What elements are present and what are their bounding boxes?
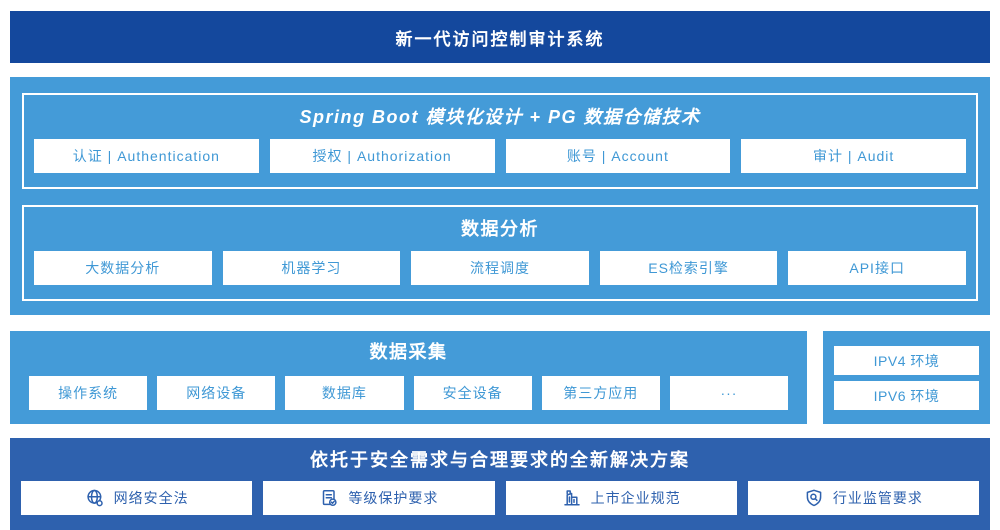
solution-box-label: 行业监管要求 [832,490,923,506]
collection-row: 数据采集 操作系统 网络设备 数据库 安全设备 第三方应用 ··· IPV4 环… [10,331,990,424]
solution-boxes-row: 网络安全法 等级保护要求 [21,481,979,515]
collection-box-network-device: 网络设备 [157,376,276,410]
module-box-audit: 审计 | Audit [741,139,966,173]
solution-box-cybersecurity-law: 网络安全法 [21,481,253,515]
analysis-row: 大数据分析 机器学习 流程调度 ES检索引擎 API接口 [34,251,966,285]
platform-container: Spring Boot 模块化设计 + PG 数据仓储技术 认证 | Authe… [10,77,990,315]
system-title: 新一代访问控制审计系统 [395,29,605,49]
module-box-account: 账号 | Account [505,139,731,173]
collection-title: 数据采集 [369,342,448,362]
analysis-box-ml: 机器学习 [222,251,401,285]
ipv6-box: IPV6 环境 [834,381,979,410]
building-icon [562,488,582,508]
module-box-authentication: 认证 | Authentication [34,139,259,173]
analysis-box-es: ES检索引擎 [599,251,778,285]
solution-section: 依托于安全需求与合理要求的全新解决方案 网络安全法 [10,438,990,530]
system-title-banner: 新一代访问控制审计系统 [10,11,990,63]
modules-panel-title: Spring Boot 模块化设计 + PG 数据仓储技术 [299,107,701,127]
solution-title: 依托于安全需求与合理要求的全新解决方案 [310,450,690,470]
analysis-panel: 数据分析 大数据分析 机器学习 流程调度 ES检索引擎 API接口 [22,205,978,301]
solution-box-label: 等级保护要求 [348,490,439,506]
solution-box-classified-protection: 等级保护要求 [263,481,495,515]
network-env-section: IPV4 环境 IPV6 环境 [823,331,990,424]
collection-box-database: 数据库 [285,376,404,410]
ipv4-box: IPV4 环境 [834,346,979,375]
globe-icon [85,488,105,508]
solution-box-label: 上市企业规范 [590,490,681,506]
analysis-box-api: API接口 [788,251,966,285]
solution-box-industry-regulation: 行业监管要求 [747,481,979,515]
collection-box-thirdparty: 第三方应用 [541,376,660,410]
analysis-panel-title: 数据分析 [461,219,539,239]
collection-box-security-device: 安全设备 [413,376,532,410]
collection-box-more: ··· [669,376,789,410]
collection-section: 数据采集 操作系统 网络设备 数据库 安全设备 第三方应用 ··· [10,331,807,424]
solution-box-label: 网络安全法 [113,490,189,506]
modules-panel: Spring Boot 模块化设计 + PG 数据仓储技术 认证 | Authe… [22,93,978,189]
analysis-box-scheduling: 流程调度 [411,251,589,285]
collection-box-os: 操作系统 [29,376,148,410]
analysis-box-bigdata: 大数据分析 [34,251,212,285]
collection-boxes-row: 操作系统 网络设备 数据库 安全设备 第三方应用 ··· [29,376,789,410]
modules-row: 认证 | Authentication 授权 | Authorization 账… [34,139,966,173]
shield-search-icon [804,488,824,508]
solution-box-listed-company: 上市企业规范 [505,481,737,515]
document-check-icon [319,488,339,508]
module-box-authorization: 授权 | Authorization [269,139,495,173]
